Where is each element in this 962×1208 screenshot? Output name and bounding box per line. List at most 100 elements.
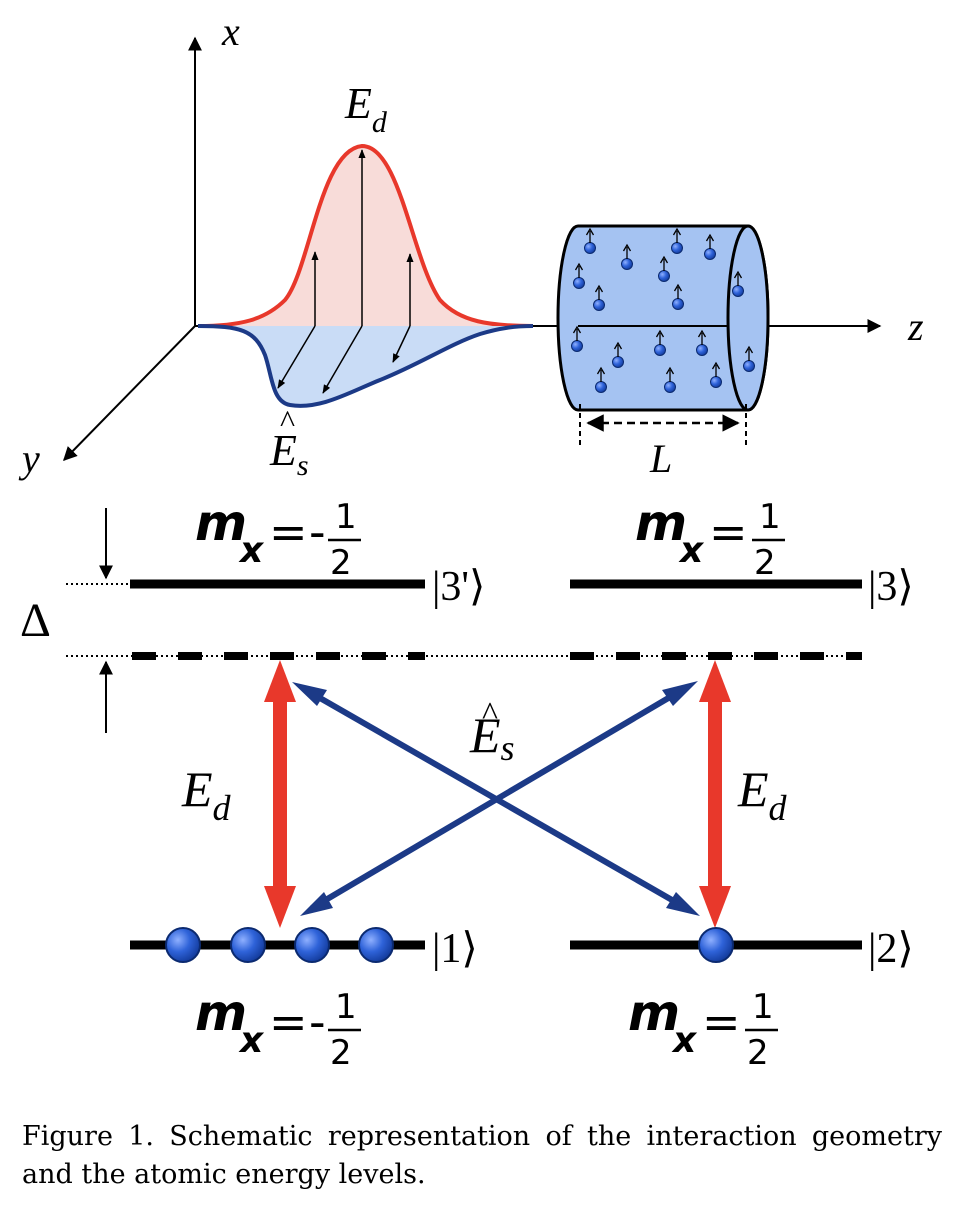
cylinder-atom bbox=[671, 242, 683, 254]
signal-pulse-hat: ^ bbox=[280, 403, 295, 439]
cylinder-atom bbox=[621, 258, 633, 270]
cylinder-atom bbox=[654, 344, 666, 356]
drive-transition-left bbox=[264, 660, 296, 928]
atom-level-2 bbox=[698, 927, 734, 963]
svg-text:-: - bbox=[309, 995, 326, 1049]
drive-pulse-fill bbox=[198, 146, 533, 326]
cylinder-atom bbox=[732, 285, 744, 297]
svg-text:2: 2 bbox=[747, 1033, 769, 1073]
spin-arrow-head bbox=[672, 227, 682, 236]
cylinder-atom bbox=[664, 381, 676, 393]
cylinder-length-label: L bbox=[649, 436, 672, 481]
drive-transition-right bbox=[699, 660, 731, 928]
svg-text:m: m bbox=[195, 494, 247, 552]
spin-arrow-head bbox=[673, 283, 683, 292]
spin-arrow-head bbox=[585, 227, 595, 236]
svg-text:x: x bbox=[678, 530, 705, 571]
y-axis bbox=[63, 325, 196, 462]
cylinder-atom bbox=[584, 242, 596, 254]
atom-level-1 bbox=[358, 927, 394, 963]
cylinder-atom bbox=[696, 344, 708, 356]
signal-pulse-label: Es bbox=[269, 426, 309, 482]
spin-arrow-head bbox=[594, 284, 604, 293]
cylinder-atom bbox=[595, 381, 607, 393]
drive-transition-label-right: Ed bbox=[737, 761, 788, 828]
spin-arrow-head bbox=[705, 233, 715, 242]
atom-level-1 bbox=[294, 927, 330, 963]
svg-text:=: = bbox=[269, 505, 308, 559]
spin-arrow-head bbox=[572, 325, 582, 334]
spin-arrow-head bbox=[711, 361, 721, 370]
drive-transition-label-left: Ed bbox=[181, 761, 232, 828]
svg-text:=: = bbox=[709, 505, 748, 559]
cylinder-atom bbox=[571, 340, 583, 352]
svg-text:m: m bbox=[628, 984, 680, 1042]
svg-text:m: m bbox=[635, 494, 687, 552]
spin-arrow-head bbox=[622, 243, 632, 252]
cylinder-atoms bbox=[571, 227, 755, 393]
signal-pulse: ^ Es bbox=[197, 324, 534, 482]
energy-levels: m x = - 1 2 m x = 1 2 |3'⟩ |3⟩ Δ bbox=[20, 494, 914, 1073]
detuning-label: Δ bbox=[20, 594, 51, 647]
svg-text:2: 2 bbox=[754, 543, 776, 583]
spin-arrow-head bbox=[613, 341, 623, 350]
signal-field-arrow bbox=[277, 325, 316, 389]
spin-arrow-head bbox=[659, 255, 669, 264]
coordinate-axes: x z y bbox=[18, 9, 924, 481]
cylinder-atom bbox=[593, 299, 605, 311]
atom-level-1 bbox=[230, 927, 266, 963]
spin-arrow-head bbox=[744, 345, 754, 354]
drive-pulse-curve bbox=[197, 143, 534, 328]
svg-text:=: = bbox=[702, 995, 741, 1049]
figure-caption: Figure 1. Schematic representation of th… bbox=[22, 1121, 942, 1190]
svg-text:2: 2 bbox=[330, 1033, 352, 1073]
svg-text:x: x bbox=[238, 530, 265, 571]
signal-pulse-curve bbox=[197, 324, 534, 408]
svg-text:x: x bbox=[238, 1020, 265, 1061]
mx-label-upper-left: m x = - 1 2 bbox=[195, 494, 361, 583]
signal-transition-3prime-to-2 bbox=[292, 682, 700, 916]
drive-pulse: Ed bbox=[197, 79, 534, 328]
cylinder-atom bbox=[672, 298, 684, 310]
atom-level-1 bbox=[165, 927, 201, 963]
spin-arrow-head bbox=[596, 366, 606, 375]
spin-arrow-head bbox=[733, 270, 743, 279]
z-axis-label: z bbox=[907, 304, 924, 349]
svg-text:1: 1 bbox=[335, 987, 357, 1027]
mx-label-lower-right: m x = 1 2 bbox=[628, 984, 778, 1073]
level-2-label: |2⟩ bbox=[868, 926, 914, 972]
spin-arrow-head bbox=[697, 329, 707, 338]
interaction-geometry-diagram: x z y Ed ^ Es L m x = bbox=[18, 9, 924, 1073]
signal-field-arrow bbox=[392, 325, 411, 363]
mx-label-lower-left: m x = - 1 2 bbox=[195, 984, 361, 1073]
drive-pulse-label: Ed bbox=[344, 79, 388, 139]
cylinder-atom bbox=[573, 277, 585, 289]
level-1-label: |1⟩ bbox=[432, 926, 478, 972]
svg-text:m: m bbox=[195, 984, 247, 1042]
cylinder-atom bbox=[658, 270, 670, 282]
svg-text:1: 1 bbox=[752, 987, 774, 1027]
cylinder-atom bbox=[612, 356, 624, 368]
cylinder-atom bbox=[704, 248, 716, 260]
svg-text:=: = bbox=[269, 995, 308, 1049]
level-3-label: |3⟩ bbox=[868, 564, 914, 610]
cylinder-atom bbox=[710, 376, 722, 388]
svg-text:2: 2 bbox=[330, 543, 352, 583]
spin-arrow-head bbox=[665, 366, 675, 375]
spin-arrow-head bbox=[574, 262, 584, 271]
cylinder-atom bbox=[743, 360, 755, 372]
level-3prime-label: |3'⟩ bbox=[432, 564, 485, 610]
y-axis-label: y bbox=[18, 436, 40, 481]
signal-pulse-fill bbox=[198, 326, 533, 406]
cylinder-end-cap bbox=[726, 224, 770, 412]
signal-transition-hat: ^ bbox=[482, 696, 498, 733]
atomic-ensemble-cylinder: L bbox=[556, 224, 770, 481]
svg-text:1: 1 bbox=[759, 497, 781, 537]
svg-text:1: 1 bbox=[335, 497, 357, 537]
signal-field-arrow bbox=[322, 325, 363, 394]
svg-text:x: x bbox=[671, 1020, 698, 1061]
mx-label-upper-right: m x = 1 2 bbox=[635, 494, 785, 583]
svg-text:-: - bbox=[309, 505, 326, 559]
spin-arrow-head bbox=[655, 329, 665, 338]
signal-transition-label: Es bbox=[469, 707, 515, 768]
